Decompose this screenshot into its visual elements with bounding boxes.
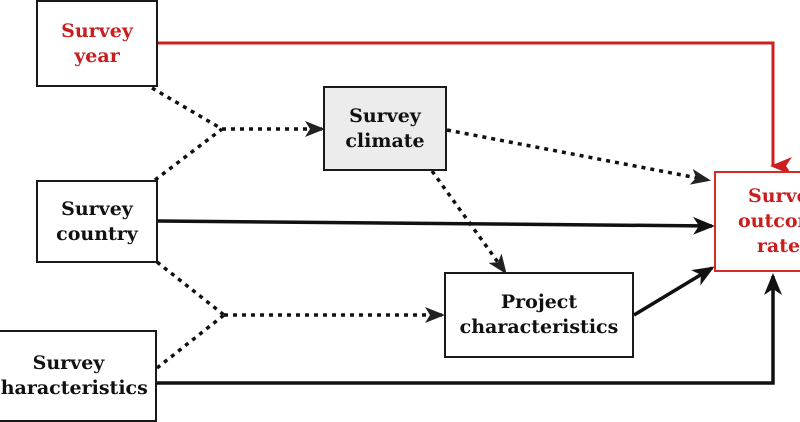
edge-year-to-climate-merge xyxy=(151,86,223,131)
edge-climate-to-project xyxy=(430,169,507,275)
node-survey-characteristics: Survey characteristics xyxy=(0,330,157,422)
edge-year-to-outcome xyxy=(158,41,792,175)
node-project-characteristics: Project characteristics xyxy=(444,272,634,358)
edge-country-to-outcome xyxy=(157,216,715,235)
edge-characteristics-to-outcome xyxy=(157,273,782,385)
node-survey-year: Survey year xyxy=(36,0,158,87)
edge-country-to-project-merge xyxy=(155,260,226,317)
edge-country-to-climate-merge xyxy=(153,127,224,182)
edge-climate-to-outcome xyxy=(446,128,711,185)
node-survey-outcome-rates: Survey outcome rates xyxy=(714,171,800,272)
node-survey-country: Survey country xyxy=(36,180,158,263)
edge-project-to-outcome xyxy=(633,266,715,317)
edge-characteristics-to-project-merge xyxy=(155,313,226,370)
node-survey-climate: Survey climate xyxy=(323,86,447,171)
